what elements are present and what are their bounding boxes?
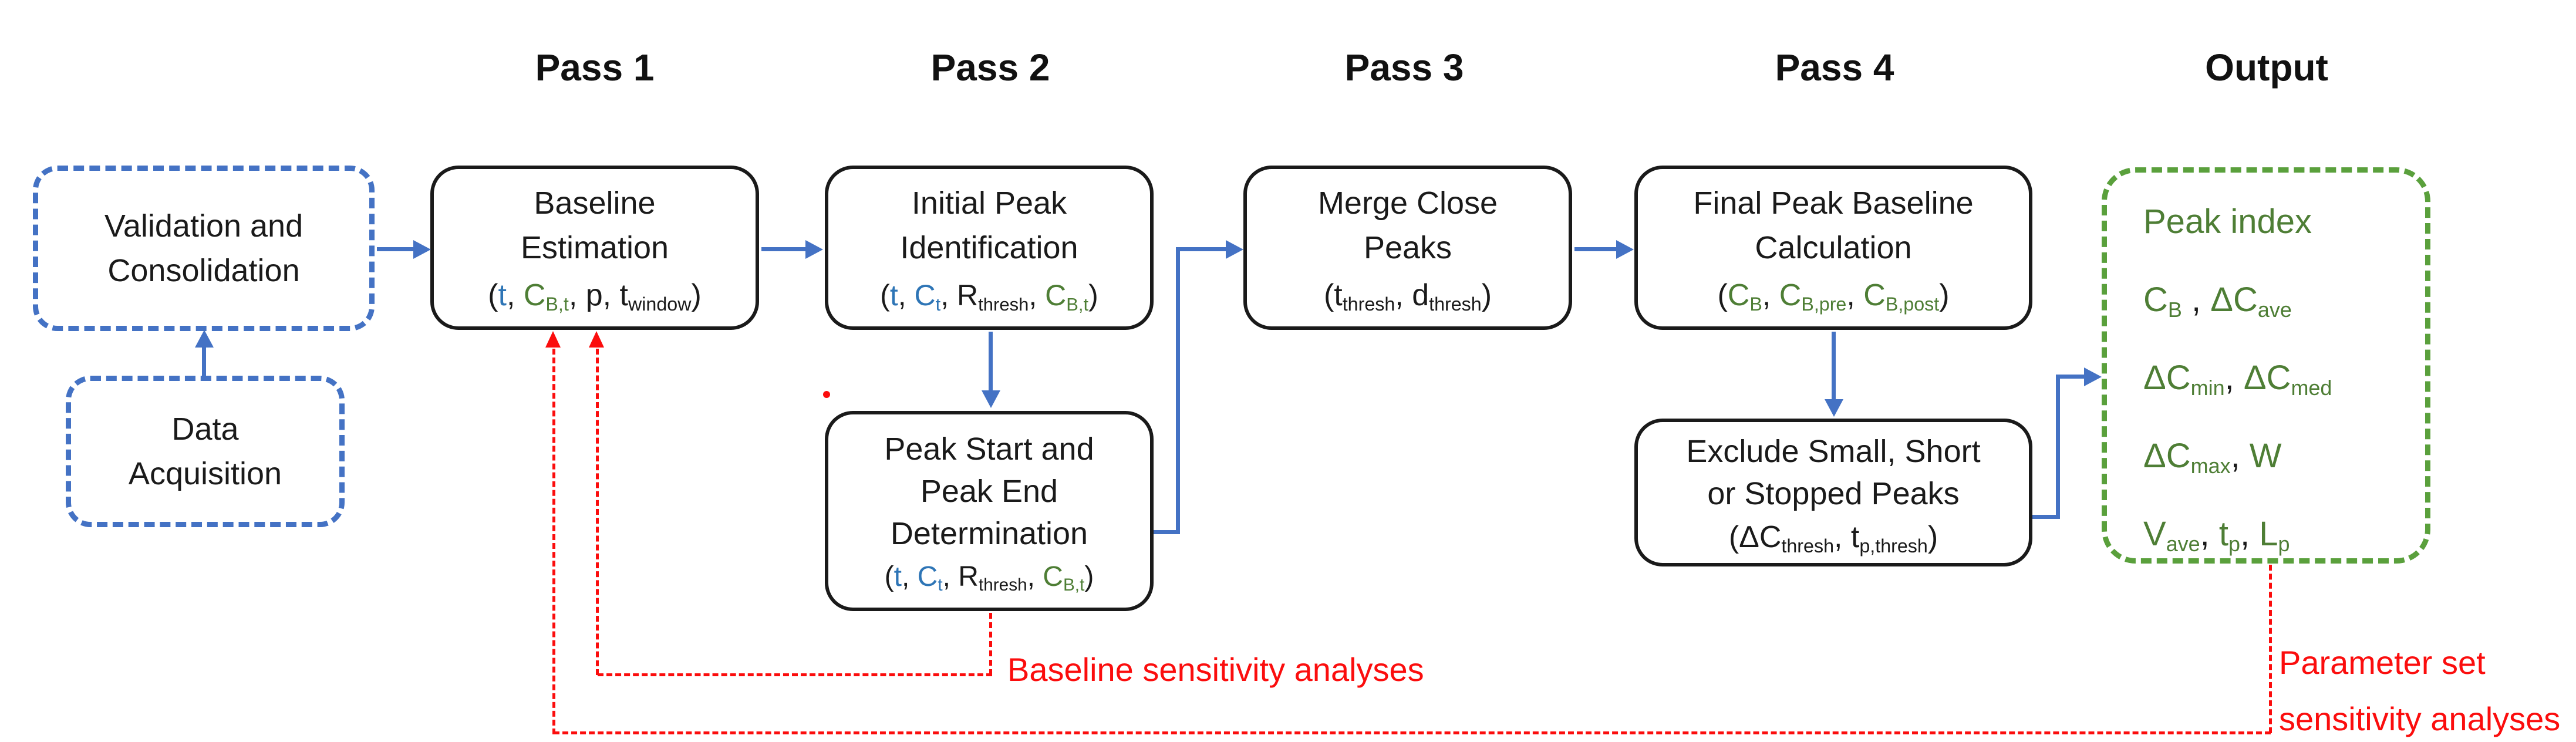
box-parameters: (ΔCthresh, tp,thresh) bbox=[1728, 520, 1938, 557]
red-feedback-line-parameter-set bbox=[554, 731, 2271, 734]
box-title-line: Peaks bbox=[1363, 230, 1452, 265]
output-line: Peak index bbox=[2143, 203, 2312, 241]
arrowhead-down-icon bbox=[1825, 399, 1843, 417]
arrow-validation-to-baseline bbox=[377, 247, 416, 251]
box-parameters: (CB, CB,pre, CB,post) bbox=[1717, 278, 1950, 315]
exclude-peaks-box: Exclude Small, Short or Stopped Peaks (Δ… bbox=[1634, 419, 2032, 566]
merge-close-peaks-box: Merge Close Peaks (tthresh, dthresh) bbox=[1243, 166, 1572, 330]
red-arrowhead-up-icon bbox=[589, 331, 604, 348]
arrowhead-right-icon bbox=[1616, 240, 1634, 259]
arrow-dataacq-to-validation bbox=[202, 348, 206, 379]
column-header-pass-1: Pass 1 bbox=[535, 46, 655, 89]
red-feedback-line-baseline bbox=[596, 349, 599, 675]
output-line: CB , ΔCave bbox=[2143, 281, 2292, 322]
baseline-sensitivity-label: Baseline sensitivity analyses bbox=[1007, 651, 1424, 688]
column-header-pass-2: Pass 2 bbox=[930, 46, 1050, 89]
red-arrowhead-up-icon bbox=[545, 331, 561, 348]
red-feedback-line-baseline bbox=[598, 673, 992, 676]
arrowhead-right-icon bbox=[413, 240, 431, 259]
box-parameters: (tthresh, dthresh) bbox=[1323, 278, 1492, 315]
box-title-line: Peak Start and bbox=[884, 431, 1094, 467]
arrowhead-right-icon bbox=[1226, 240, 1243, 259]
arrow-initial-to-determination bbox=[989, 332, 993, 390]
output-box: Peak index CB , ΔCave ΔCmin, ΔCmed ΔCmax… bbox=[2102, 167, 2430, 564]
box-title-line: Consolidation bbox=[107, 253, 300, 288]
box-parameters: (t, Ct, Rthresh, CB,t) bbox=[880, 279, 1098, 315]
final-peak-baseline-calculation-box: Final Peak Baseline Calculation (CB, CB,… bbox=[1634, 166, 2032, 330]
box-title-line: Exclude Small, Short bbox=[1686, 434, 1981, 469]
red-feedback-line-parameter-set bbox=[552, 349, 555, 734]
elbow-determination-to-merge bbox=[1176, 247, 1180, 534]
box-title-line: Estimation bbox=[520, 230, 669, 265]
box-title-line: or Stopped Peaks bbox=[1707, 476, 1960, 511]
box-title-line: Determination bbox=[890, 515, 1088, 551]
box-parameters: (t, Ct, Rthresh, CB,t) bbox=[884, 561, 1094, 595]
box-title-line: Initial Peak bbox=[911, 186, 1067, 221]
box-title-line: Data bbox=[171, 412, 239, 447]
arrow-merge-to-final bbox=[1574, 247, 1617, 251]
arrow-baseline-to-initial bbox=[761, 247, 806, 251]
peak-start-end-determination-box: Peak Start and Peak End Determination (t… bbox=[825, 411, 1154, 611]
output-line: ΔCmax, W bbox=[2143, 437, 2282, 478]
elbow-determination-to-merge bbox=[1180, 247, 1227, 251]
output-line: Vave, tp, Lp bbox=[2143, 515, 2290, 556]
initial-peak-identification-box: Initial Peak Identification (t, Ct, Rthr… bbox=[825, 166, 1154, 330]
data-acquisition-box: Data Acquisition bbox=[66, 376, 345, 527]
box-title-line: Calculation bbox=[1755, 230, 1912, 265]
parameter-set-label-line2: sensitivity analyses bbox=[2279, 700, 2561, 737]
red-stub-output-bottom bbox=[2269, 565, 2272, 733]
arrowhead-up-icon bbox=[195, 330, 214, 348]
elbow-exclude-to-output bbox=[2032, 515, 2060, 519]
column-header-pass-3: Pass 3 bbox=[1344, 46, 1464, 89]
box-title-line: Validation and bbox=[104, 208, 304, 244]
arrowhead-down-icon bbox=[982, 390, 1000, 408]
box-title-line: Acquisition bbox=[128, 456, 282, 491]
validation-consolidation-box: Validation and Consolidation bbox=[33, 166, 375, 331]
box-title-line: Identification bbox=[900, 230, 1078, 265]
box-title-line: Baseline bbox=[534, 186, 656, 221]
box-parameters: (t, CB,t, p, twindow) bbox=[488, 278, 702, 315]
column-header-output: Output bbox=[2205, 46, 2328, 89]
arrow-final-to-exclude bbox=[1832, 332, 1836, 399]
elbow-exclude-to-output bbox=[2060, 375, 2085, 379]
elbow-exclude-to-output bbox=[2056, 375, 2060, 519]
output-line: ΔCmin, ΔCmed bbox=[2143, 359, 2332, 400]
baseline-estimation-box: Baseline Estimation (t, CB,t, p, twindow… bbox=[430, 166, 759, 330]
box-title-line: Final Peak Baseline bbox=[1693, 186, 1974, 221]
arrowhead-right-icon bbox=[2084, 367, 2102, 386]
arrowhead-right-icon bbox=[805, 240, 823, 259]
box-title-line: Merge Close bbox=[1317, 186, 1498, 221]
parameter-set-label-line1: Parameter set bbox=[2279, 644, 2486, 681]
elbow-determination-to-merge bbox=[1154, 530, 1180, 534]
column-header-pass-4: Pass 4 bbox=[1775, 46, 1894, 89]
red-stub-determination-bottom bbox=[989, 613, 992, 675]
box-title-line: Peak End bbox=[920, 473, 1058, 509]
stray-red-dot bbox=[823, 391, 830, 398]
